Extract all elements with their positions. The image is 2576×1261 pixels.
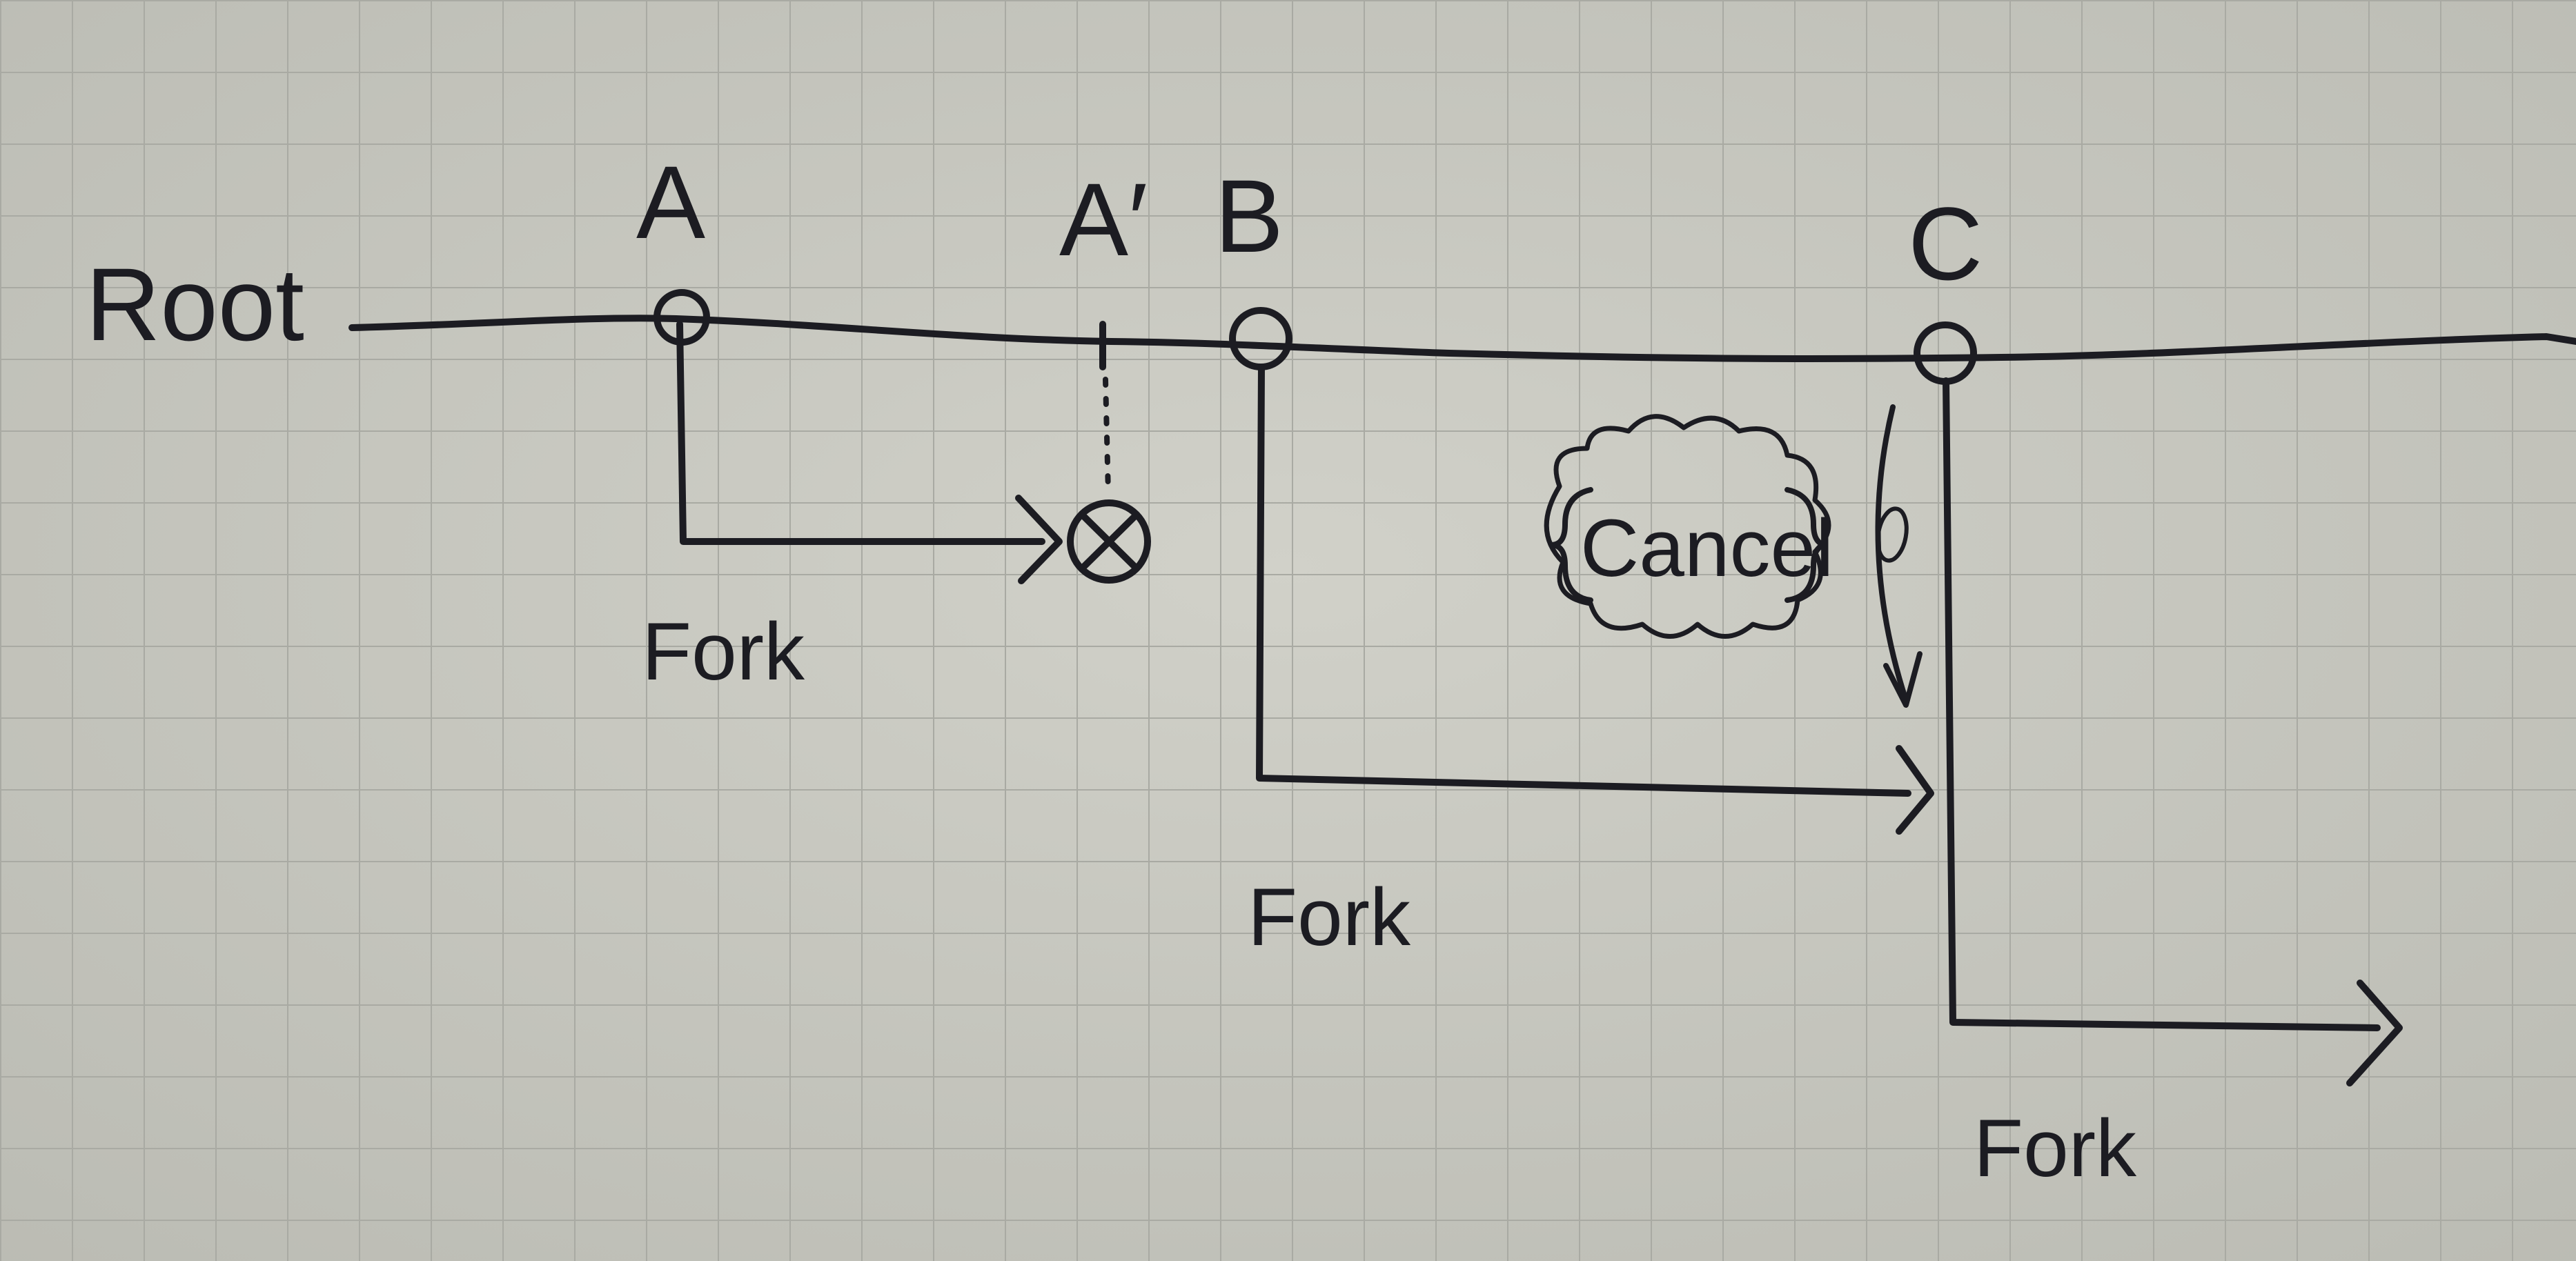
fork-c-arrowhead [2346, 980, 2403, 1086]
root-label: Root [86, 246, 304, 362]
fork-c-label: Fork [1974, 1103, 2137, 1194]
cancel-arrowhead [1883, 651, 1923, 708]
cancel-label: Cancel [1580, 503, 1833, 594]
node-c-label: C [1908, 186, 1983, 301]
fork-a-arrowhead [1015, 495, 1063, 584]
a-prime-dotted-link [1103, 377, 1111, 496]
node-a-prime-label: A′ [1059, 161, 1148, 277]
fork-a-label: Fork [642, 606, 805, 697]
canceled-node-circle [1067, 499, 1151, 584]
fork-b-path [1256, 364, 1911, 797]
cancel-right-brace [1784, 487, 1828, 603]
cancel-left-brace [1551, 487, 1593, 603]
canceled-node-cross [1080, 513, 1139, 570]
node-a-label: A [636, 144, 705, 260]
fork-c-path [1943, 377, 2381, 1031]
fork-b-arrowhead [1896, 745, 1934, 835]
fork-a-path [676, 321, 1045, 545]
node-b-label: B [1215, 158, 1284, 274]
fork-b-label: Fork [1248, 872, 1411, 963]
root-line [348, 315, 2576, 362]
cancel-arrow-loop-icon [1876, 506, 1909, 563]
